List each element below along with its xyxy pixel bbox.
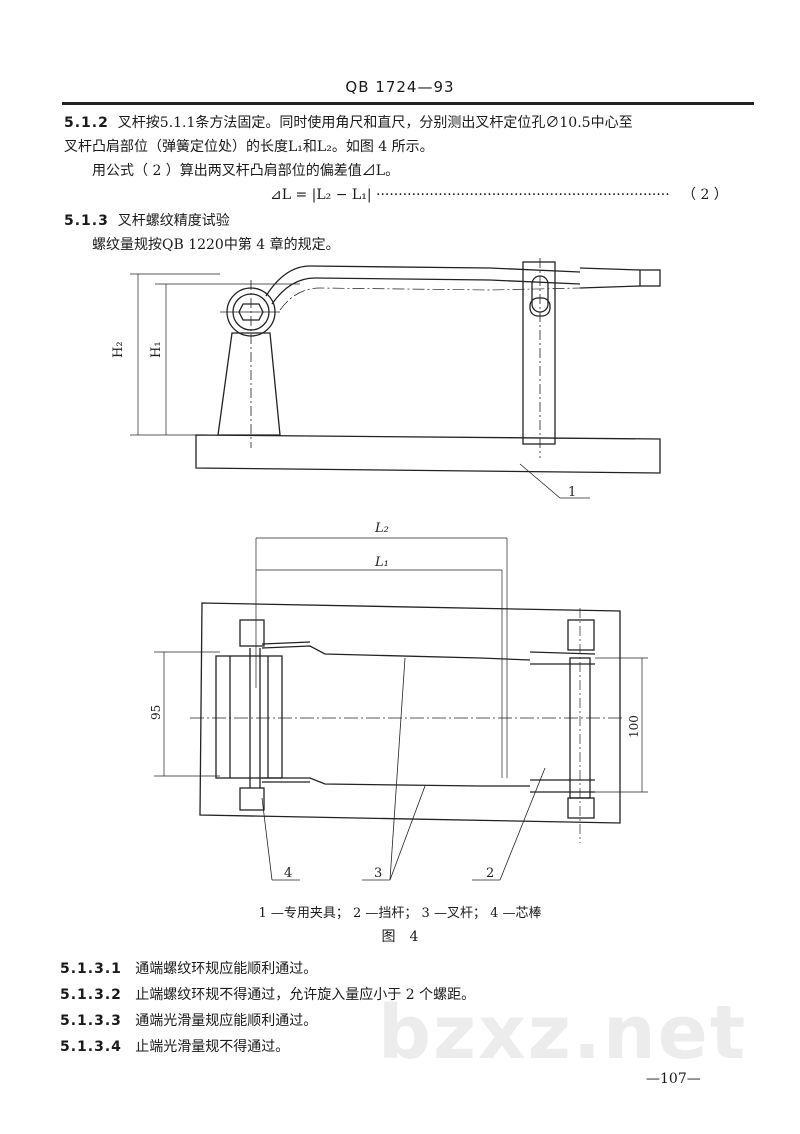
page-number: —107—: [646, 1071, 701, 1087]
formula-number: （ 2 ）: [678, 184, 728, 206]
section-title: 叉杆螺纹精度试验: [117, 213, 230, 229]
figure-legend: 1 —专用夹具； 2 —挡杆； 3 —叉杆； 4 —芯棒: [258, 906, 542, 921]
section-5-1-2-line1: 5.1.2 叉杆按5.1.1条方法固定。同时使用角尺和直尺，分别测出叉杆定位孔∅…: [64, 112, 633, 134]
section-5-1-3-heading: 5.1.3 叉杆螺纹精度试验: [64, 210, 230, 232]
clause-5-1-3-2: 5.1.3.2 止端螺纹环规不得通过，允许旋入量应小于 2 个螺距。: [60, 984, 475, 1006]
clause-text: 通端螺纹环规应能顺利通过。: [135, 961, 318, 977]
callout-3: 3: [374, 866, 382, 881]
dimension-h1-label: H₁: [149, 341, 164, 358]
watermark: bzxz.net: [378, 990, 748, 1076]
section-text: 叉杆按5.1.1条方法固定。同时使用角尺和直尺，分别测出叉杆定位孔∅10.5中心…: [117, 115, 633, 131]
figure-4-top-view: L₂ L₁ 95 100 4 3 2: [150, 521, 648, 881]
clause-number: 5.1.3.3: [60, 1013, 122, 1029]
clause-text: 通端光滑量规应能顺利通过。: [135, 1013, 318, 1029]
dimension-100-label: 100: [627, 715, 641, 738]
callout-1: 1: [568, 485, 576, 500]
callout-2: 2: [486, 866, 494, 881]
section-5-1-2-line2: 叉杆凸肩部位（弹簧定位处）的长度L₁和L₂。如图 4 所示。: [64, 139, 434, 155]
dimension-95-label: 95: [150, 705, 163, 720]
section-number: 5.1.3: [64, 213, 109, 229]
clause-5-1-3-4: 5.1.3.4 止端光滑量规不得通过。: [60, 1036, 289, 1058]
section-5-1-2-line3: 用公式（ 2 ）算出两叉杆凸肩部位的偏差值⊿L。: [92, 163, 400, 179]
callout-4: 4: [284, 866, 292, 881]
dimension-h2-label: H₂: [111, 341, 126, 358]
section-5-1-3-text: 螺纹量规按QB 1220中第 4 章的规定。: [92, 237, 340, 253]
clause-number: 5.1.3.1: [60, 961, 122, 977]
clause-5-1-3-3: 5.1.3.3 通端光滑量规应能顺利通过。: [60, 1010, 317, 1032]
clause-number: 5.1.3.2: [60, 987, 122, 1003]
clause-text: 止端螺纹环规不得通过，允许旋入量应小于 2 个螺距。: [135, 987, 476, 1003]
section-number: 5.1.2: [64, 115, 109, 131]
dimension-l2-label: L₂: [374, 521, 389, 536]
formula-2: ⊿L = |L₂ − L₁| ·························…: [270, 187, 670, 203]
dimension-l1-label: L₁: [374, 555, 389, 570]
figure-caption: 图 4: [381, 929, 419, 945]
header-rule: [62, 102, 754, 105]
clause-number: 5.1.3.4: [60, 1039, 122, 1055]
figure-4-side-view: H₂ H₁ 1: [111, 258, 661, 500]
clause-text: 止端光滑量规不得通过。: [135, 1039, 290, 1055]
clause-5-1-3-1: 5.1.3.1 通端螺纹环规应能顺利通过。: [60, 958, 317, 980]
standard-code-header: QB 1724—93: [345, 78, 455, 96]
